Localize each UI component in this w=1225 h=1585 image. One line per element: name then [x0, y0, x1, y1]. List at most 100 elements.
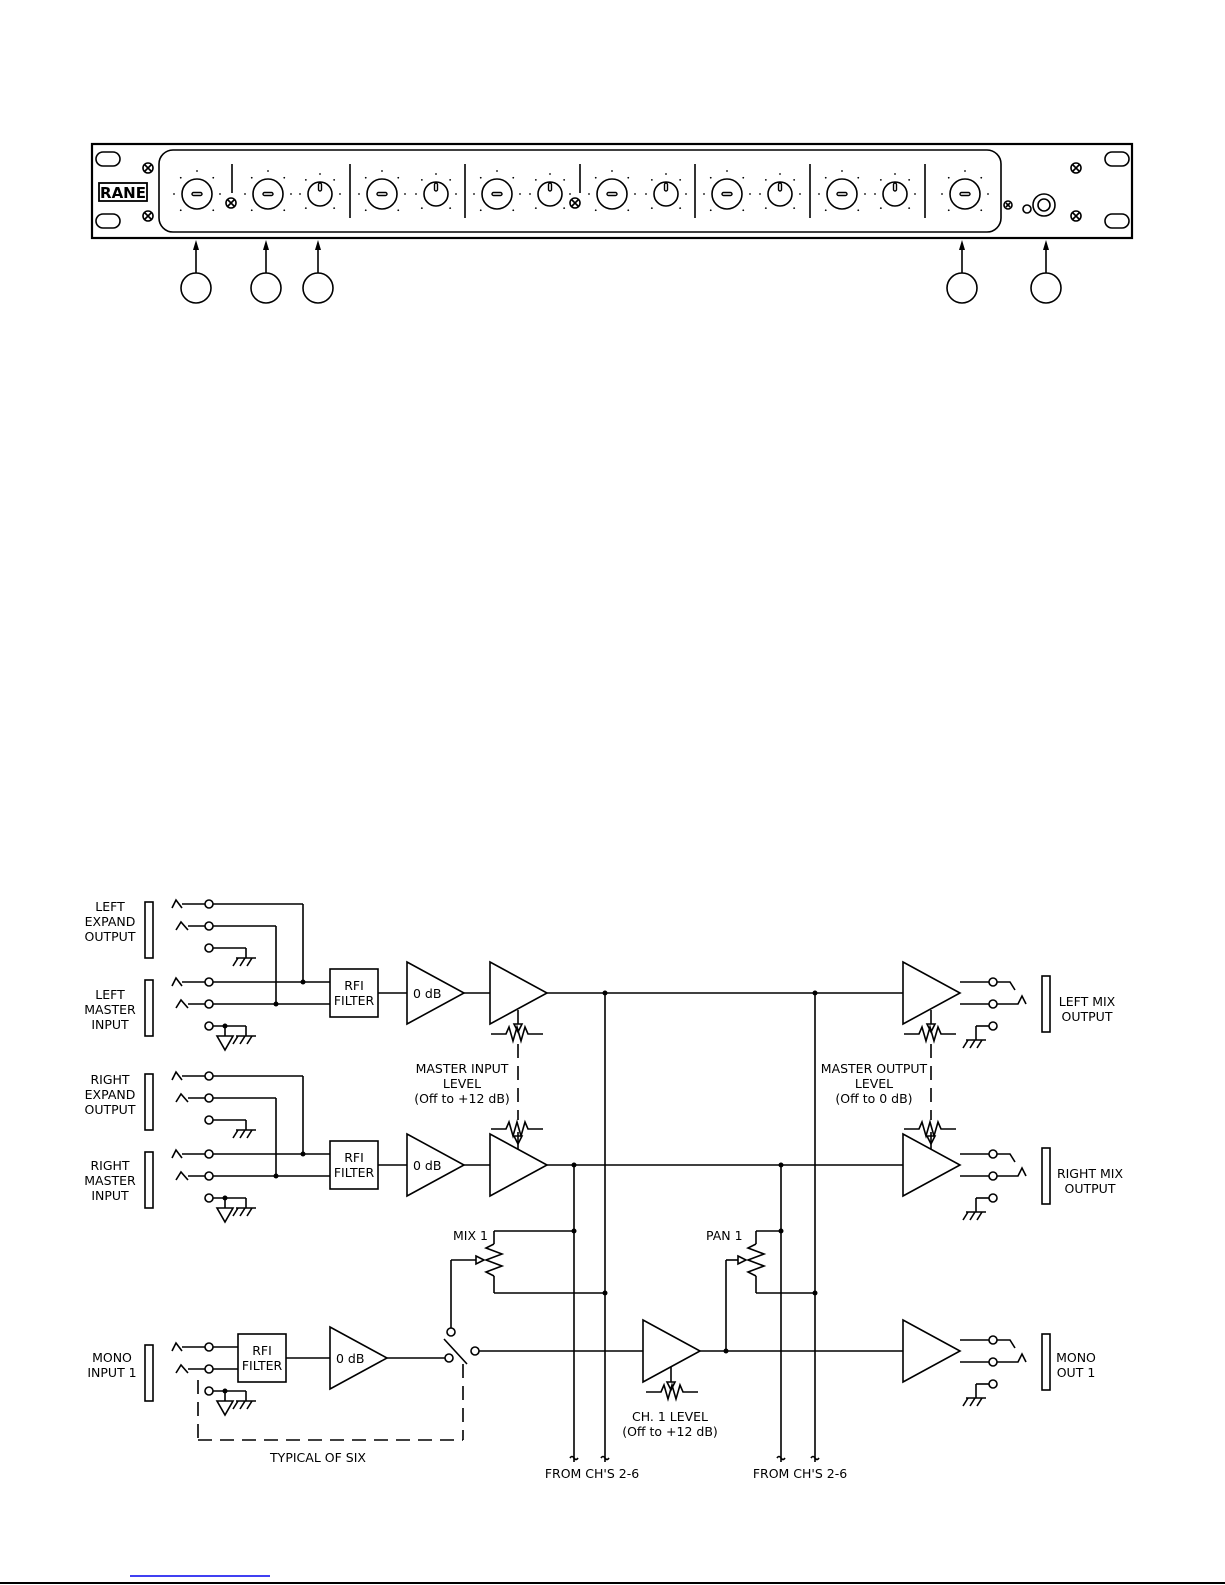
mono-rfi-filter: RFI FILTER: [237, 1333, 287, 1383]
right-mix-bus: [547, 1162, 903, 1462]
bus-break-marks: [569, 1455, 820, 1461]
svg-text:MASTER INPUT: MASTER INPUT: [416, 1061, 509, 1076]
mono-input-label: MONO INPUT 1: [87, 1350, 136, 1380]
svg-text:RFI: RFI: [252, 1343, 272, 1358]
svg-text:EXPAND: EXPAND: [85, 914, 136, 929]
rotary-knob-7[interactable]: [529, 173, 571, 210]
svg-text:OUTPUT: OUTPUT: [85, 929, 136, 944]
rotary-knob-14[interactable]: [941, 170, 989, 212]
svg-text:PAN 1: PAN 1: [706, 1228, 743, 1243]
left-mix-output-label: LEFT MIX OUTPUT: [1059, 994, 1116, 1024]
rotary-knob-5[interactable]: [415, 173, 457, 210]
right-master-input-amp: [464, 1119, 549, 1198]
ch1-level-amp: [642, 1318, 903, 1402]
headphone-jack[interactable]: [1032, 193, 1056, 217]
svg-text:0 dB: 0 dB: [413, 986, 441, 1001]
right-expand-output-jack: [144, 1070, 257, 1139]
callout-5: [1030, 272, 1062, 304]
svg-text:RIGHT MIX: RIGHT MIX: [1057, 1166, 1124, 1181]
mono-buffer-amp: 0 dB: [286, 1325, 454, 1391]
rotary-knob-12[interactable]: [818, 170, 866, 212]
mono-input-wiring: [213, 1346, 238, 1370]
svg-text:INPUT: INPUT: [91, 1188, 129, 1203]
svg-text:(Off to 0 dB): (Off to 0 dB): [835, 1091, 912, 1106]
svg-text:0 dB: 0 dB: [336, 1351, 364, 1366]
rotary-knob-4[interactable]: [358, 170, 406, 212]
mono-mode-switch: [443, 1338, 643, 1365]
rotary-knob-13[interactable]: [874, 173, 916, 210]
right-expand-output-label: RIGHT EXPAND OUTPUT: [85, 1072, 136, 1117]
svg-text:LEFT: LEFT: [95, 987, 125, 1002]
ch1-level-label: CH. 1 LEVEL (Off to +12 dB): [622, 1409, 718, 1439]
svg-text:(Off to +12 dB): (Off to +12 dB): [622, 1424, 718, 1439]
from-channels-label-left: FROM CH'S 2-6: [545, 1466, 639, 1481]
svg-text:RIGHT: RIGHT: [90, 1158, 129, 1173]
left-mix-bus: [547, 990, 903, 1462]
brand-logo: RANE: [98, 182, 148, 202]
pan-pot: PAN 1: [706, 1228, 818, 1351]
right-mix-output-amp: [902, 1119, 962, 1198]
mono-output-amp: [902, 1318, 962, 1384]
svg-text:(Off to +12 dB): (Off to +12 dB): [414, 1091, 510, 1106]
right-master-input-label: RIGHT MASTER INPUT: [84, 1158, 136, 1203]
svg-text:LEFT MIX: LEFT MIX: [1059, 994, 1116, 1009]
svg-text:MONO: MONO: [1056, 1350, 1096, 1365]
rotary-knob-11[interactable]: [759, 173, 801, 210]
right-channel-wiring: [213, 1075, 330, 1179]
svg-text:MASTER: MASTER: [84, 1002, 136, 1017]
from-channels-label-right: FROM CH'S 2-6: [753, 1466, 847, 1481]
svg-text:RIGHT: RIGHT: [90, 1072, 129, 1087]
right-mix-output-label: RIGHT MIX OUTPUT: [1057, 1166, 1124, 1196]
front-panel-drawing: RANE: [90, 142, 1134, 304]
rotary-knob-3[interactable]: [299, 173, 341, 210]
svg-text:INPUT 1: INPUT 1: [87, 1365, 136, 1380]
right-master-input-jack: [144, 1148, 257, 1223]
left-expand-output-jack: [144, 898, 257, 967]
svg-text:RANE: RANE: [100, 184, 146, 202]
mono-input-jack: [144, 1341, 257, 1416]
left-channel-wiring: [213, 903, 330, 1007]
svg-text:FROM CH'S 2-6: FROM CH'S 2-6: [753, 1466, 847, 1481]
left-master-input-label: LEFT MASTER INPUT: [84, 987, 136, 1032]
right-mix-output-jack: [960, 1147, 1051, 1221]
led-indicator: [1022, 204, 1032, 214]
svg-text:EXPAND: EXPAND: [85, 1087, 136, 1102]
svg-text:OUTPUT: OUTPUT: [1065, 1181, 1116, 1196]
rack-ear-slots: [95, 151, 1130, 229]
svg-text:LEFT: LEFT: [95, 899, 125, 914]
rotary-knob-6[interactable]: [473, 170, 521, 212]
svg-text:OUT 1: OUT 1: [1057, 1365, 1096, 1380]
svg-text:MONO: MONO: [92, 1350, 132, 1365]
callout-2: [250, 272, 282, 304]
svg-text:CH. 1 LEVEL: CH. 1 LEVEL: [632, 1409, 708, 1424]
svg-text:TYPICAL OF SIX: TYPICAL OF SIX: [269, 1450, 366, 1465]
master-input-level-label: MASTER INPUT LEVEL (Off to +12 dB): [414, 1061, 510, 1106]
left-expand-output-label: LEFT EXPAND OUTPUT: [85, 899, 136, 944]
svg-text:LEVEL: LEVEL: [855, 1076, 893, 1091]
mono-out-label: MONO OUT 1: [1056, 1350, 1096, 1380]
rotary-knob-1[interactable]: [173, 170, 221, 212]
svg-text:FROM CH'S 2-6: FROM CH'S 2-6: [545, 1466, 639, 1481]
rotary-knob-8[interactable]: [588, 170, 636, 212]
left-rfi-filter: RFI FILTER: [329, 968, 379, 1018]
svg-text:MASTER OUTPUT: MASTER OUTPUT: [821, 1061, 928, 1076]
left-buffer-amp: 0 dB: [378, 960, 466, 1026]
panel-screw-icons: [142, 162, 1082, 222]
left-master-input-amp: [464, 960, 549, 1044]
rotary-knob-9[interactable]: [645, 173, 687, 210]
rotary-knob-2[interactable]: [244, 170, 292, 212]
rotary-knob-10[interactable]: [703, 170, 751, 212]
svg-text:INPUT: INPUT: [91, 1017, 129, 1032]
knob-row: [173, 170, 989, 212]
callout-1: [180, 272, 212, 304]
mix-pot: MIX 1: [446, 1228, 608, 1337]
svg-text:RFI: RFI: [344, 978, 364, 993]
svg-text:LEVEL: LEVEL: [443, 1076, 481, 1091]
rack-faceplate: [90, 142, 1134, 240]
svg-text:RFI: RFI: [344, 1150, 364, 1165]
callout-circles: [180, 272, 1062, 304]
page-footer-rule: [0, 1575, 1225, 1584]
callout-arrows: [193, 240, 1049, 273]
right-buffer-amp: 0 dB: [378, 1132, 466, 1198]
